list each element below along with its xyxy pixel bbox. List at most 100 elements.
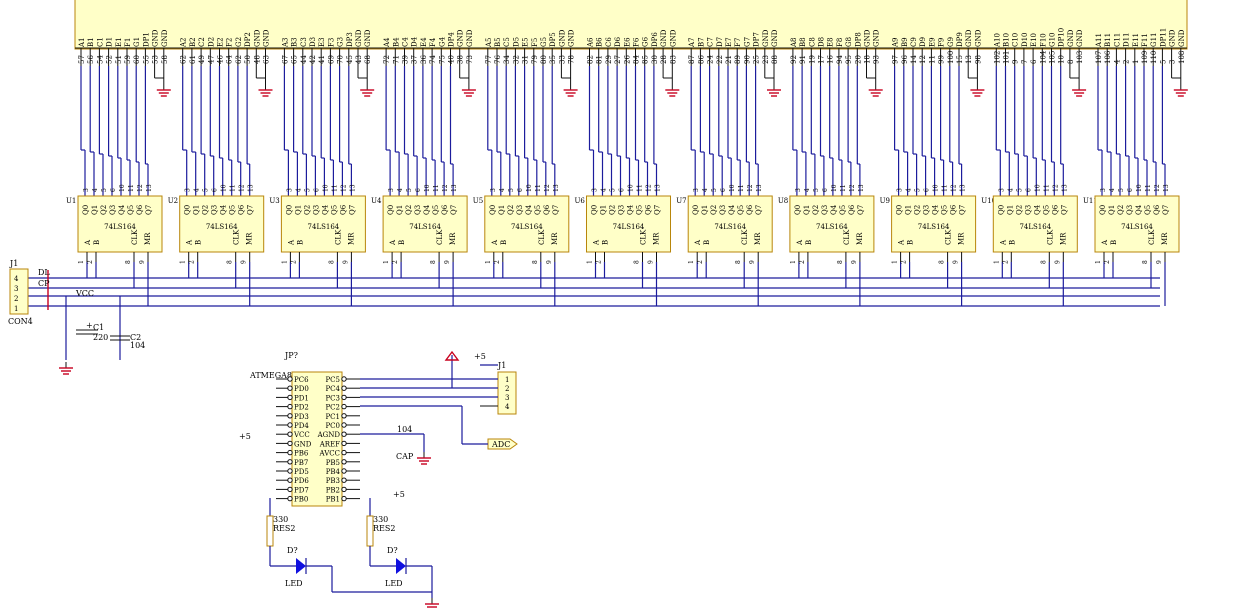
chip-output-pin: 11 (637, 184, 644, 192)
chip-input-label: B (1110, 240, 1118, 245)
chip-output-pin: 10 (1136, 184, 1143, 192)
chip-output-pin: 4 (804, 188, 811, 192)
chip-input-label: CLK (233, 229, 241, 245)
display-pin-number: 95 (845, 55, 853, 64)
chip-input-label: CLK (436, 229, 444, 245)
chip-output-label: Q4 (1033, 204, 1041, 215)
chip-output-label: Q7 (654, 205, 662, 215)
chip-ref: U6 (575, 197, 586, 205)
chip-input-pin-number: 9 (139, 260, 146, 264)
chip-input-pin-number: 9 (1054, 260, 1061, 264)
chip-body (687, 195, 773, 253)
chip-input-pin-number: 1 (1095, 260, 1102, 264)
display-pin-number: 63 (263, 55, 271, 64)
chip-input-label: A (1101, 239, 1109, 246)
net-label-dl: DL (38, 268, 50, 277)
chip-output-pin: 12 (137, 184, 144, 192)
chip-output-label: Q6 (339, 204, 347, 215)
display-pin-number: 19 (808, 55, 816, 64)
connector-j1-bottom-body (497, 371, 517, 415)
display-signal-label: C1 (96, 37, 104, 47)
chip-body (484, 195, 570, 253)
mcu-right-pin-label: PB5 (326, 459, 340, 467)
led-2-ref: D? (387, 546, 398, 555)
display-pin-number: 58 (161, 55, 169, 64)
display-signal-label: D10 (1021, 32, 1029, 47)
display-signal-label: GND (568, 29, 576, 47)
chip-output-label: Q3 (821, 205, 829, 215)
display-signal-label: GND (558, 29, 566, 47)
mcu-right-pin-label: PC1 (325, 413, 340, 421)
chip-output-pin: 12 (646, 184, 653, 192)
display-signal-label: C9 (910, 37, 918, 47)
display-signal-label: G6 (642, 36, 650, 47)
display-signal-label: DP6 (651, 32, 659, 47)
display-pin-number: 25 (753, 55, 761, 64)
display-signal-label: DP1 (142, 32, 150, 47)
chip-input-label: A (898, 239, 906, 246)
display-signal-label: C4 (402, 37, 410, 47)
connector-pin-number: 4 (14, 275, 19, 283)
chip-input-label: CLK (334, 229, 342, 245)
chip-output-pin: 13 (248, 184, 255, 192)
chip-output-pin: 5 (610, 188, 617, 192)
chip-input-label: CLK (1148, 229, 1156, 245)
display-pin-number: 87 (688, 55, 696, 64)
display-signal-label: G2 (235, 37, 243, 47)
led-1-label: LED (285, 579, 303, 588)
chip-input-pin-number: 1 (383, 260, 390, 264)
chip-input-pin-number: 8 (125, 260, 132, 264)
capacitor-c1-value: 220 (93, 333, 108, 342)
chip-output-pin: 3 (83, 188, 90, 192)
mcu-left-pin-dot (287, 413, 293, 419)
chip-output-pin: 10 (526, 184, 533, 192)
chip-input-pin-number: 1 (587, 260, 594, 264)
chip-part-label: 74LS164 (918, 223, 950, 231)
display-signal-label: D2 (207, 37, 215, 47)
mcu-left-pin-dot (287, 477, 293, 483)
chip-output-label: Q6 (441, 204, 449, 215)
chip-output-label: Q0 (184, 205, 192, 215)
chip-output-label: Q2 (202, 205, 210, 215)
chip-input-label: B (602, 240, 610, 245)
chip-output-pin: 3 (998, 188, 1005, 192)
mcu-left-pin-label: PD0 (294, 385, 309, 393)
display-module-body (74, 0, 1188, 50)
chip-output-label: Q0 (82, 205, 90, 215)
connector-pin-number: 2 (14, 295, 18, 303)
display-pin-number: 110 (1150, 51, 1158, 64)
mcu-right-pin-dot (341, 449, 347, 456)
chip-output-label: Q2 (609, 205, 617, 215)
chip-input-pin-number: 8 (1142, 260, 1149, 264)
resistor-2-value: 330 (373, 515, 388, 524)
display-signal-label: G11 (1150, 33, 1158, 48)
chip-output-label: Q7 (755, 205, 763, 215)
chip-input-pin-number: 2 (1002, 260, 1009, 264)
display-pin-number: 93 (873, 55, 881, 64)
chip-input-label: B (907, 240, 915, 245)
mcu-right-pin-dot (341, 486, 347, 493)
chip-output-pin: 4 (397, 188, 404, 192)
display-signal-label: E9 (928, 37, 936, 47)
chip-output-pin: 12 (340, 184, 347, 192)
chip-ref: U5 (473, 197, 483, 205)
mcu-right-pin-dot (341, 440, 347, 447)
chip-input-pin-number: 9 (953, 260, 960, 264)
connector-bottom-pin-number: 3 (505, 394, 509, 402)
chip-input-label: MR (347, 232, 355, 245)
chip-output-pin: 3 (693, 188, 700, 192)
display-signal-label: D5 (512, 37, 520, 47)
chip-body (382, 195, 468, 253)
chip-output-label: Q4 (627, 204, 635, 215)
mcu-left-pin-dot (287, 376, 293, 382)
chip-output-pin: 5 (508, 188, 515, 192)
chip-input-label: CLK (741, 229, 749, 245)
display-pin-number: 24 (707, 55, 715, 64)
chip-output-label: Q3 (719, 205, 727, 215)
capacitor-c2-value: 104 (130, 341, 145, 350)
display-signal-label: GND (263, 29, 271, 47)
connector-bottom-pin-number: 1 (505, 376, 509, 384)
display-pin-number: 109 (1141, 51, 1149, 64)
chip-output-pin: 4 (702, 188, 709, 192)
